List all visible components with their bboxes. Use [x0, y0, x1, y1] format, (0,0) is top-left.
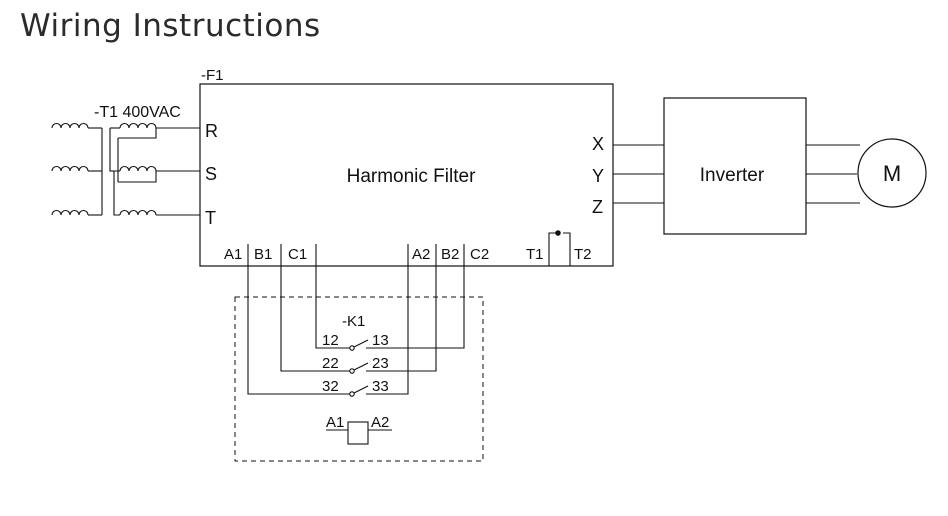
terminal-s: S [205, 164, 217, 184]
terminal-a2: A2 [412, 246, 430, 263]
transformer-label: -T1 400VAC [94, 104, 181, 121]
terminal-b2: B2 [441, 246, 459, 263]
terminal-x: X [592, 134, 604, 154]
terminal-a1: A1 [224, 246, 242, 263]
motor-wires [806, 144, 860, 204]
terminal-r: R [205, 121, 218, 141]
terminal-z: Z [592, 197, 603, 217]
terminal-t1: T1 [526, 246, 544, 263]
contact-33: 33 [372, 378, 389, 395]
contact-13: 13 [372, 332, 389, 349]
terminal-t: T [205, 208, 216, 228]
filter-name-label: Harmonic Filter [347, 166, 476, 187]
inverter-box [663, 97, 807, 235]
contactor-wires [247, 244, 465, 395]
contactor-ref: -K1 [342, 313, 365, 330]
contact-12: 12 [322, 332, 339, 349]
motor-symbol [857, 138, 927, 208]
filter-ref-label: -F1 [201, 67, 224, 84]
output-wires [613, 144, 664, 204]
coil-a1: A1 [326, 414, 344, 431]
contact-23: 23 [372, 355, 389, 372]
inverter-label: Inverter [700, 165, 765, 186]
page-title: Wiring Instructions [20, 8, 321, 44]
contact-32: 32 [322, 378, 339, 395]
bottom-terminal-dividers [247, 244, 465, 266]
contact-switches [349, 339, 369, 397]
motor-label: M [883, 161, 901, 186]
contact-22: 22 [322, 355, 339, 372]
coil-a2: A2 [371, 414, 389, 431]
thermal-switch [548, 230, 571, 266]
transformer-symbol [51, 122, 200, 216]
terminal-t2: T2 [574, 246, 592, 263]
terminal-c2: C2 [470, 246, 489, 263]
terminal-b1: B1 [254, 246, 272, 263]
harmonic-filter-box [199, 83, 614, 267]
terminal-c1: C1 [288, 246, 307, 263]
contactor-box [234, 296, 484, 462]
contactor-coil [326, 421, 392, 445]
terminal-y: Y [592, 166, 604, 186]
